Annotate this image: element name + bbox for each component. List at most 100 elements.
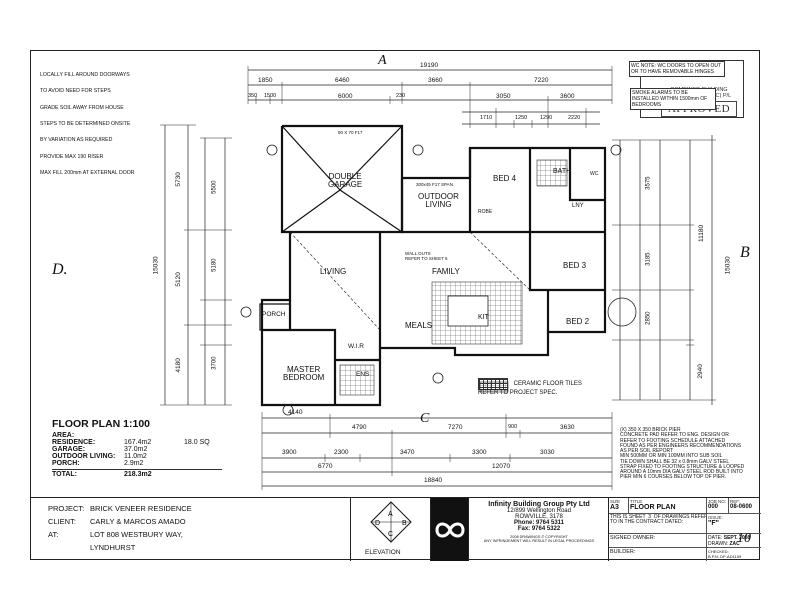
dim-top-s1: 350 [248,93,258,99]
checked-caption: CHECKED: [708,549,729,554]
company-fax: Fax: 9764 5322 [517,526,561,532]
room-kit: KIT [478,314,489,321]
dim-bottom-f1: 6770 [318,463,333,470]
elevation-key: A B C D ELEVATION [350,498,431,561]
svg-text:C: C [388,531,393,538]
date-value: SEPT. 2008 [723,535,751,541]
area-row-label: RESIDENCE: [52,439,96,446]
date-caption: DATE: [708,535,723,541]
area-total-row: TOTAL: 218.3m2 [52,469,222,478]
dim-bottom-e3: 3470 [400,449,415,456]
room-bed2: BED 2 [566,317,590,326]
note-line: STEPS TO BE DETERMINED ONSITE [40,120,131,127]
dim-top-s4: 230 [396,93,406,99]
beam-label: 90 X 70 F17 [338,130,363,135]
dim-bottom-1: 4140 [288,409,303,416]
dim-bottom-e5: 3030 [540,449,555,456]
dim-top-2: 6460 [335,77,350,84]
dim-bottom-overall: 18840 [424,477,443,484]
room-wir: W.I.R [348,343,364,350]
dim-top-s3: 6000 [338,93,353,100]
room-robe: ROBE [478,209,493,215]
date-drawn-cell: DATE: SEPT. 2008 DRAWN: ZAC [707,534,761,548]
dim-bottom-e1: 3900 [282,449,297,456]
note-line: LOCALLY FILL AROUND DOORWAYS [40,71,130,78]
elevation-caption: ELEVATION [365,549,401,556]
project-details: PROJECT:BRICK VENEER RESIDENCE CLIENT:CA… [30,498,348,561]
elevation-mark-b: B [740,244,750,261]
company-address2: ROWVILLE, 3178 [515,514,563,520]
dim-left-3: 4180 [174,358,182,373]
room-lny: LNY [572,203,584,209]
company-details: Infinity Building Group Pty Ltd 12/899 W… [468,498,609,561]
dp-value: DP-AD1159 [720,554,742,559]
room-wc: WC [590,171,599,177]
elevation-key-icon: A B C D [370,501,412,543]
size-value: A3 [610,504,619,511]
area-total-value: 218.3m2 [124,471,152,478]
company-name: Infinity Building Group Pty Ltd [488,501,590,508]
svg-text:B: B [402,520,407,527]
dim-bottom-e2: 2300 [334,449,349,456]
page-mark: 10 [737,531,751,546]
dim-top-s5: 3050 [496,93,511,100]
job-caption: JOB NO: [708,499,727,504]
dim-right-2: 2940 [696,364,704,379]
slab-label: 300x45 F17 SPAN [416,182,453,187]
area-row: OUTDOOR LIVING: 11.0m2 [52,453,222,460]
wc-note: WC NOTE: WC DOORS TO OPEN OUT OR TO HAVE… [629,61,725,77]
issue-caption: ISSUE: [708,515,723,520]
pier-notes: (X) 350 X 350 BRICK PIER CONCRETE PAD RE… [620,427,745,481]
ref-caption: REF: [730,499,741,504]
builder-sign: BUILDER: [609,548,707,561]
dim-right-overall: 15030 [724,256,732,275]
dim-left-1: 5730 [174,172,182,187]
area-label: AREA: [52,432,75,439]
note-line: BY VARIATION AS REQUIRED [40,137,113,144]
project-key: PROJECT: [48,504,85,513]
dim-top-4: 7220 [534,77,549,84]
company-address1: 12/899 Wellington Road [507,508,571,514]
dim-bottom-3: 7270 [448,424,463,431]
ref-cell: REF:08-0600 [729,498,761,514]
checked-cell: CHECKED: B.P.N: DP-AD1159 [707,548,761,561]
room-porch: PORCH [262,311,286,318]
area-row: PORCH: 2.9m2 [52,460,222,467]
area-row: RESIDENCE: 167.4m2 18.0 SQ [52,439,222,446]
company-phone: Phone: 9764 5311 [513,520,565,526]
area-row-value: 37.0m2 [124,446,148,453]
room-double-garage: DOUBLE GARAGE [328,172,363,190]
dim-bottom-4: 900 [508,424,518,430]
dim-right-1: 11180 [698,224,706,242]
note-line: TO AVOID NEED FOR STEPS [40,88,111,95]
room-master-bedroom: MASTER BEDROOM [283,365,325,383]
issue-cell: ISSUE:"F" [707,514,761,534]
area-row-squares: 18.0 SQ [184,439,210,446]
dim-right-3: 3575 [645,176,652,190]
title-value: FLOOR PLAN [630,504,676,511]
issue-value: "F" [708,520,719,527]
note-line: MAX FILL 200mm AT EXTERNAL DOOR [40,170,135,177]
dim-left-m1: 5500 [211,180,218,194]
elevation-mark-d: D. [52,261,68,278]
title-block: PROJECT:BRICK VENEER RESIDENCE CLIENT:CA… [30,497,761,561]
area-row-value: 2.9m2 [124,460,144,467]
bpn-caption: B.P.N: [708,554,720,559]
title-caption: TITLE [630,499,643,504]
area-total-label: TOTAL: [52,471,78,478]
note-line: GRADE SOIL AWAY FROM HOUSE [40,104,124,111]
dim-left-overall: 15030 [152,256,160,275]
project-row: PROJECT:BRICK VENEER RESIDENCE [48,504,192,513]
room-ens: ENS [356,371,370,378]
company-logo [430,498,469,561]
address-line1: LOT 808 WESTBURY WAY, [90,530,183,539]
dim-left-2: 5120 [174,272,182,287]
address-key: AT: [48,530,59,539]
area-row-squares [184,453,222,460]
room-bath: BATH [553,168,572,175]
drawn-caption: DRAWN: [708,541,729,547]
svg-text:A: A [388,511,393,518]
signed-owner: SIGNED OWNER: [609,534,707,548]
